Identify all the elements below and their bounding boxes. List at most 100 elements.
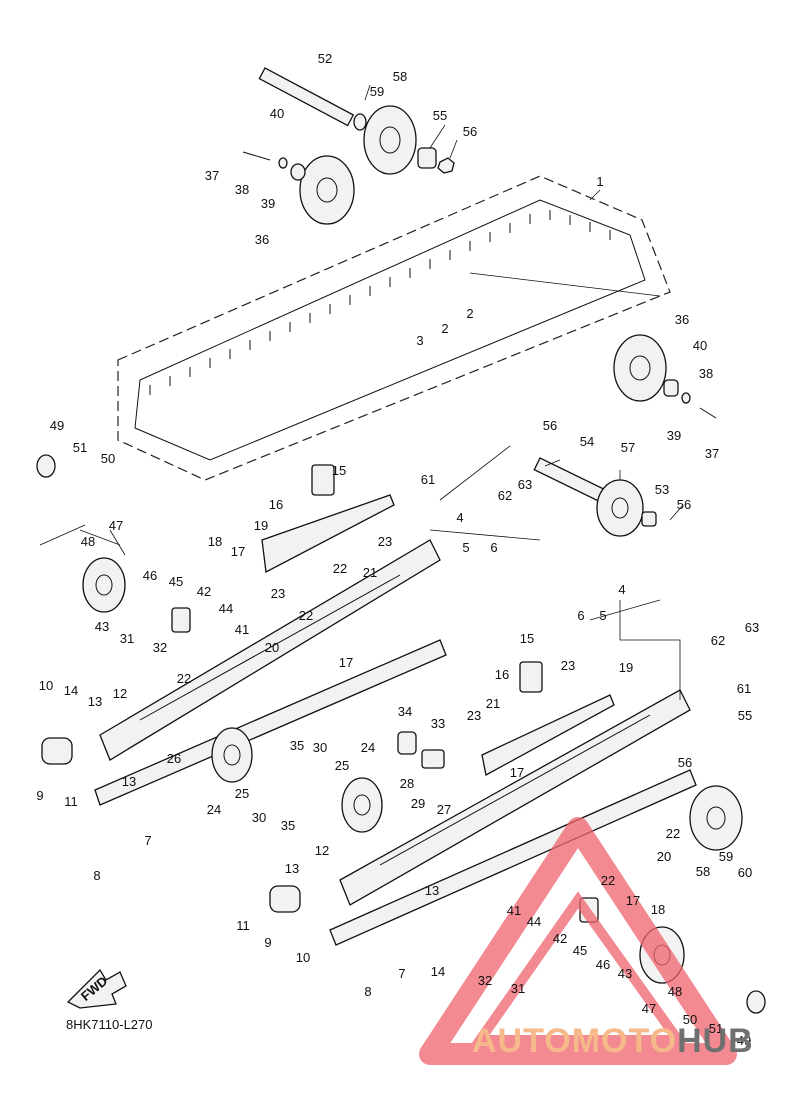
callout-37: 37	[205, 168, 219, 183]
callout-46: 46	[143, 568, 157, 583]
callout-49: 49	[737, 1033, 751, 1048]
callout-9: 9	[36, 788, 43, 803]
callout-12: 12	[315, 843, 329, 858]
callout-61: 61	[737, 681, 751, 696]
plate-19-left	[261, 494, 395, 574]
callout-25: 25	[335, 758, 349, 773]
callout-19: 19	[619, 660, 633, 675]
callout-40: 40	[270, 106, 284, 121]
callout-31: 31	[511, 981, 525, 996]
callout-labels: 1223363637373838393940405258595556495150…	[36, 51, 759, 1048]
callout-30: 30	[313, 740, 327, 755]
callout-25: 25	[235, 786, 249, 801]
callout-5: 5	[462, 540, 469, 555]
callout-46: 46	[596, 957, 610, 972]
callout-15: 15	[520, 631, 534, 646]
callout-22: 22	[177, 671, 191, 686]
collar-39-right	[663, 379, 679, 397]
callout-4: 4	[456, 510, 463, 525]
callout-44: 44	[527, 914, 541, 929]
bracket-33	[421, 749, 445, 769]
callout-3: 3	[416, 333, 423, 348]
callout-58: 58	[393, 69, 407, 84]
brand-part2: HUB	[677, 1022, 754, 1060]
callout-32: 32	[478, 973, 492, 988]
callout-63: 63	[745, 620, 759, 635]
track-lugs	[149, 210, 611, 395]
bolt-37-top	[242, 151, 271, 161]
end-cap-49-left	[36, 454, 56, 478]
callout-39: 39	[667, 428, 681, 443]
callout-28: 28	[400, 776, 414, 791]
callout-48: 48	[668, 984, 682, 999]
callout-50: 50	[683, 1012, 697, 1027]
callout-6: 6	[490, 540, 497, 555]
callout-52: 52	[318, 51, 332, 66]
callout-5: 5	[599, 608, 606, 623]
wheel-24-mid	[341, 777, 383, 833]
callout-24: 24	[207, 802, 221, 817]
callout-35: 35	[281, 818, 295, 833]
callout-63: 63	[518, 477, 532, 492]
track-outline	[117, 175, 671, 481]
block-15-right	[519, 661, 543, 693]
callout-12: 12	[113, 686, 127, 701]
plate-19-right	[481, 694, 615, 776]
callout-24: 24	[361, 740, 375, 755]
callout-18: 18	[208, 534, 222, 549]
callout-17: 17	[339, 655, 353, 670]
collar-39-top	[290, 163, 306, 181]
bolt-37-right	[699, 407, 717, 419]
callout-11: 11	[64, 794, 78, 809]
brand-part1: AUTOMOTO	[472, 1022, 678, 1060]
shaft-52	[258, 67, 355, 127]
callout-41: 41	[235, 622, 249, 637]
callout-47: 47	[109, 518, 123, 533]
watermark-logo	[419, 817, 737, 1065]
callout-62: 62	[711, 633, 725, 648]
callout-42: 42	[553, 931, 567, 946]
callout-29: 29	[411, 796, 425, 811]
callout-8: 8	[93, 868, 100, 883]
callout-53: 53	[655, 482, 669, 497]
callout-41: 41	[507, 903, 521, 918]
callout-4: 4	[618, 582, 625, 597]
block-42-left	[171, 607, 191, 633]
callout-21: 21	[486, 696, 500, 711]
callout-45: 45	[169, 574, 183, 589]
callout-7: 7	[144, 833, 151, 848]
callout-7: 7	[398, 966, 405, 981]
callout-10: 10	[296, 950, 310, 965]
nut-56	[437, 157, 455, 174]
callout-47: 47	[642, 1001, 656, 1016]
callout-13: 13	[285, 861, 299, 876]
callout-38: 38	[235, 182, 249, 197]
callout-36: 36	[675, 312, 689, 327]
callout-43: 43	[618, 966, 632, 981]
callout-61: 61	[421, 472, 435, 487]
callout-2: 2	[466, 306, 473, 321]
callout-14: 14	[431, 964, 445, 979]
callout-57: 57	[621, 440, 635, 455]
collar-53	[641, 511, 657, 527]
callout-19: 19	[254, 518, 268, 533]
callout-62: 62	[498, 488, 512, 503]
callout-22: 22	[333, 561, 347, 576]
bumper-9-left	[41, 737, 73, 765]
bracket-34	[397, 731, 417, 755]
callout-26: 26	[167, 751, 181, 766]
wheel-58	[363, 105, 417, 175]
callout-50: 50	[101, 451, 115, 466]
callout-6: 6	[577, 608, 584, 623]
callout-56: 56	[678, 755, 692, 770]
callout-1: 1	[596, 174, 603, 189]
callout-15: 15	[332, 463, 346, 478]
callout-17: 17	[626, 893, 640, 908]
callout-37: 37	[705, 446, 719, 461]
callout-38: 38	[699, 366, 713, 381]
callout-9: 9	[264, 935, 271, 950]
collar-55	[417, 147, 437, 169]
callout-60: 60	[738, 865, 752, 880]
callout-13: 13	[88, 694, 102, 709]
